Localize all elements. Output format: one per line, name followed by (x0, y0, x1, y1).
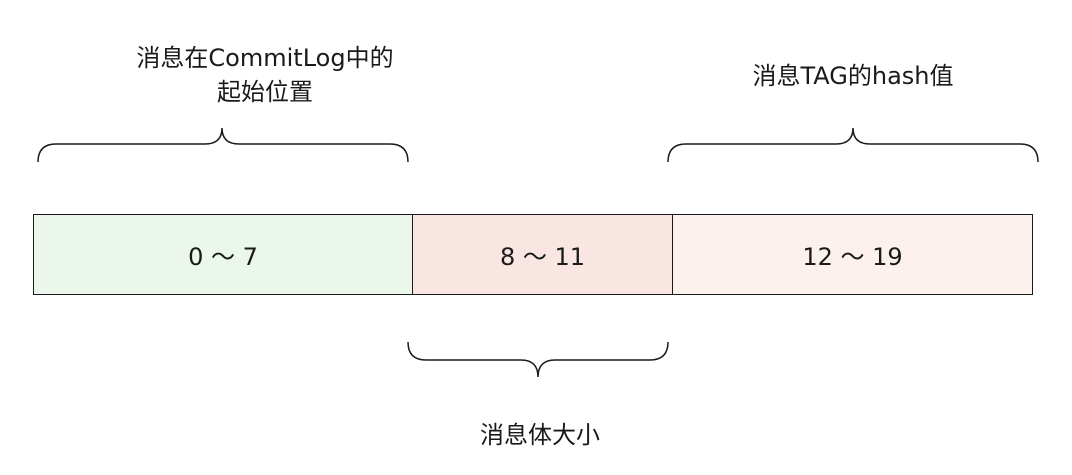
tag-brace (667, 127, 1039, 163)
offset-brace (37, 127, 409, 163)
size-brace (407, 341, 669, 378)
message-size-label: 消息体大小 (480, 421, 600, 449)
consume-queue-entry-bar: 0 ～ 7 8 ～ 11 12 ～ 19 (33, 214, 1033, 295)
segment-tag-bytes: 12 ～ 19 (673, 214, 1033, 295)
segment-size-bytes: 8 ～ 11 (413, 214, 673, 295)
commitlog-offset-label-line2: 起始位置 (217, 78, 313, 106)
tag-hash-label: 消息TAG的hash值 (752, 62, 954, 90)
commitlog-offset-label-line1: 消息在CommitLog中的 (136, 44, 394, 72)
segment-offset-bytes: 0 ～ 7 (33, 214, 413, 295)
commitlog-offset-label: 消息在CommitLog中的 起始位置 (40, 41, 490, 109)
